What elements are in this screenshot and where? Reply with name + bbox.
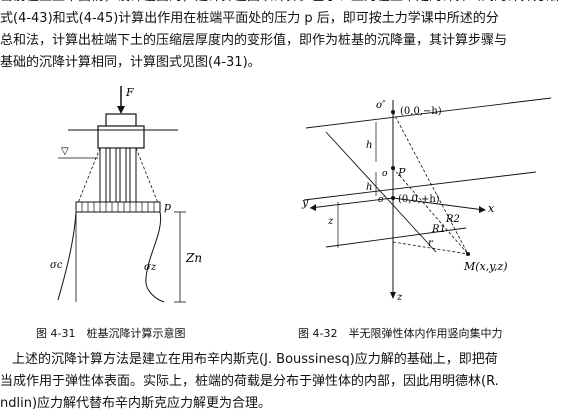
label-x: x	[488, 202, 495, 215]
text-line-5: 当成作用于弹性体表面。实际上，桩端的荷载是分布于弹性体的内部，因此用明德林(R.	[0, 374, 499, 389]
label-h1: h	[366, 140, 372, 151]
water-table-symbol: ▽	[61, 146, 69, 157]
y-axis	[309, 197, 394, 209]
label-coord-mid: (0,0,+h)	[398, 194, 440, 205]
figure-4-31-caption: 图 4-31 桩基沉降计算示意图	[36, 327, 186, 340]
label-h2: h	[366, 182, 372, 193]
r-line	[392, 241, 469, 255]
point-M	[466, 252, 470, 256]
oblique-line	[325, 131, 437, 253]
R2-line	[392, 111, 469, 255]
pile-settlement-figure: F ▽ p σc σz Zn	[50, 86, 202, 303]
label-coord-top: (0,0,−h)	[400, 106, 442, 117]
text-line-2: 总和法，计算出桩端下土的压缩层厚度内的变形值，即作为桩基的沉降量，其计算步骤与	[0, 33, 508, 48]
figure-4-32-caption: 图 4-32 半无限弹性体内作用竖向集中力	[298, 327, 503, 340]
label-P: P	[397, 166, 406, 179]
label-o: o	[382, 169, 388, 179]
label-sigma-z: σz	[144, 262, 157, 273]
pile-tip-hatch	[81, 202, 155, 212]
label-R1: R1	[431, 224, 446, 235]
sigma-c-curve	[57, 211, 77, 301]
pile	[99, 147, 107, 209]
text-line-3: 基础的沉降计算相同，计算图式见图(4-31)。	[0, 55, 261, 70]
label-p: p	[164, 200, 171, 213]
text-line-6: ndlin)应力解代替布辛内斯克应力解更为合理。	[0, 396, 272, 411]
pile	[119, 147, 127, 209]
text-line-4: 上述的沉降计算方法是建立在用布辛内斯克(J. Boussinesq)应力解的基础…	[12, 352, 498, 367]
text-line-0: 当前在土正平面情，设计在面的，建计算在图以计算。基于、正为在土中定的计算公式的计…	[0, 0, 572, 8]
z-axis-arrow	[390, 292, 396, 299]
label-z-axis: z	[396, 292, 403, 303]
load-arrow-head	[117, 106, 125, 114]
label-sigma-c: σc	[50, 260, 63, 271]
label-R2: R2	[445, 214, 460, 225]
x-axis	[392, 197, 485, 211]
label-M: M(x,y,z)	[463, 260, 508, 273]
label-F: F	[125, 86, 134, 99]
label-o-prime: o′	[378, 195, 385, 205]
lower-plane-line	[325, 227, 467, 248]
label-o-top: o″	[376, 100, 386, 111]
surface-plane-line	[305, 97, 552, 129]
pile	[109, 147, 117, 209]
pile	[129, 147, 137, 209]
stress-spread-line	[75, 147, 101, 209]
label-r: r	[428, 238, 434, 249]
sigma-z-curve	[145, 211, 165, 303]
R1-line	[392, 167, 469, 255]
half-space-point-load-figure: z o″ (0,0,−h) o P o′ (0,0,+h) h h z y x …	[301, 97, 552, 303]
text-line-1: 式(4-43)和式(4-45)计算出作用在桩端平面处的压力 p 后，即可按土力学…	[0, 11, 499, 26]
mid-plane-line	[303, 171, 537, 201]
label-z-left: z	[327, 216, 334, 227]
label-Zn: Zn	[185, 251, 202, 265]
pile-cap	[97, 125, 145, 149]
label-y: y	[301, 196, 309, 209]
stress-spread-line	[135, 147, 161, 209]
